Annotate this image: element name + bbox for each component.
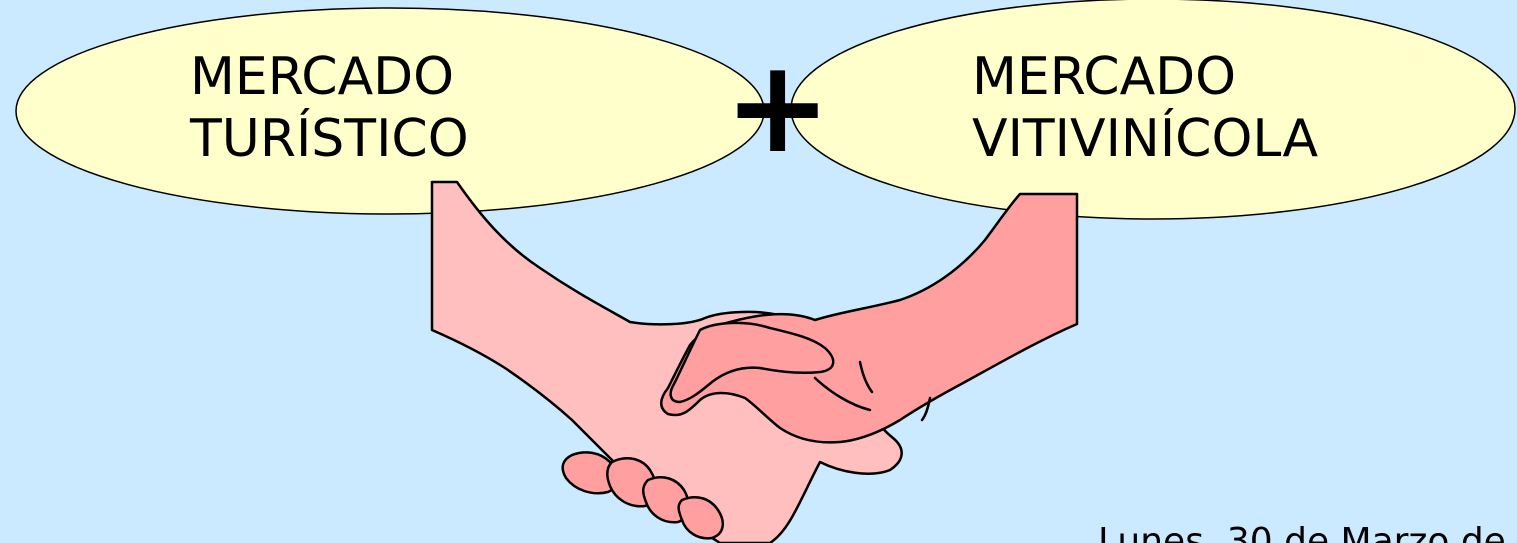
vitivinicola-label: MERCADO VITIVINÍCOLA	[972, 46, 1318, 170]
handshake-icon	[432, 182, 1077, 543]
turistico-line1: MERCADO	[190, 46, 469, 108]
turistico-line2: TURÍSTICO	[190, 108, 469, 170]
vitivinicola-line2: VITIVINÍCOLA	[972, 108, 1318, 170]
vitivinicola-line1: MERCADO	[972, 46, 1318, 108]
footer-date: Lunes, 30 de Marzo de 20	[1098, 522, 1517, 543]
turistico-label: MERCADO TURÍSTICO	[190, 46, 469, 170]
plus-sign: +	[724, 44, 831, 172]
